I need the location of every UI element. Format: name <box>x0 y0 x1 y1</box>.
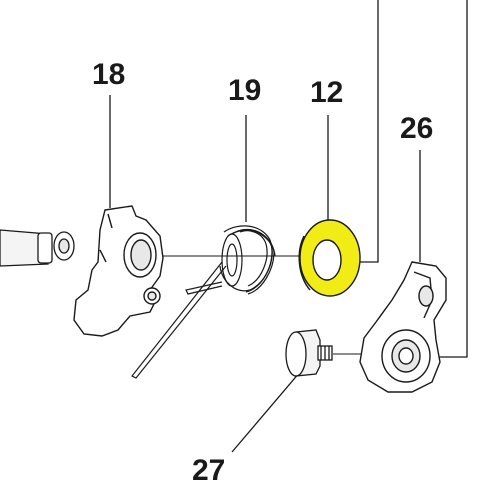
part-18-bracket <box>73 205 164 337</box>
part-label-27: 27 <box>192 454 226 487</box>
part-label-26: 26 <box>400 112 434 145</box>
part-27-screw <box>285 329 333 377</box>
part-19-spring <box>131 225 276 379</box>
part-label-18: 18 <box>92 58 126 91</box>
part-18-shaft <box>0 229 75 267</box>
part-label-12: 12 <box>310 76 344 109</box>
leader-line-27 <box>231 371 301 453</box>
part-26-lever <box>359 261 447 393</box>
part-12-washer <box>298 219 361 297</box>
leader-line-bracket-12 <box>340 0 379 263</box>
part-label-19: 19 <box>228 74 262 107</box>
